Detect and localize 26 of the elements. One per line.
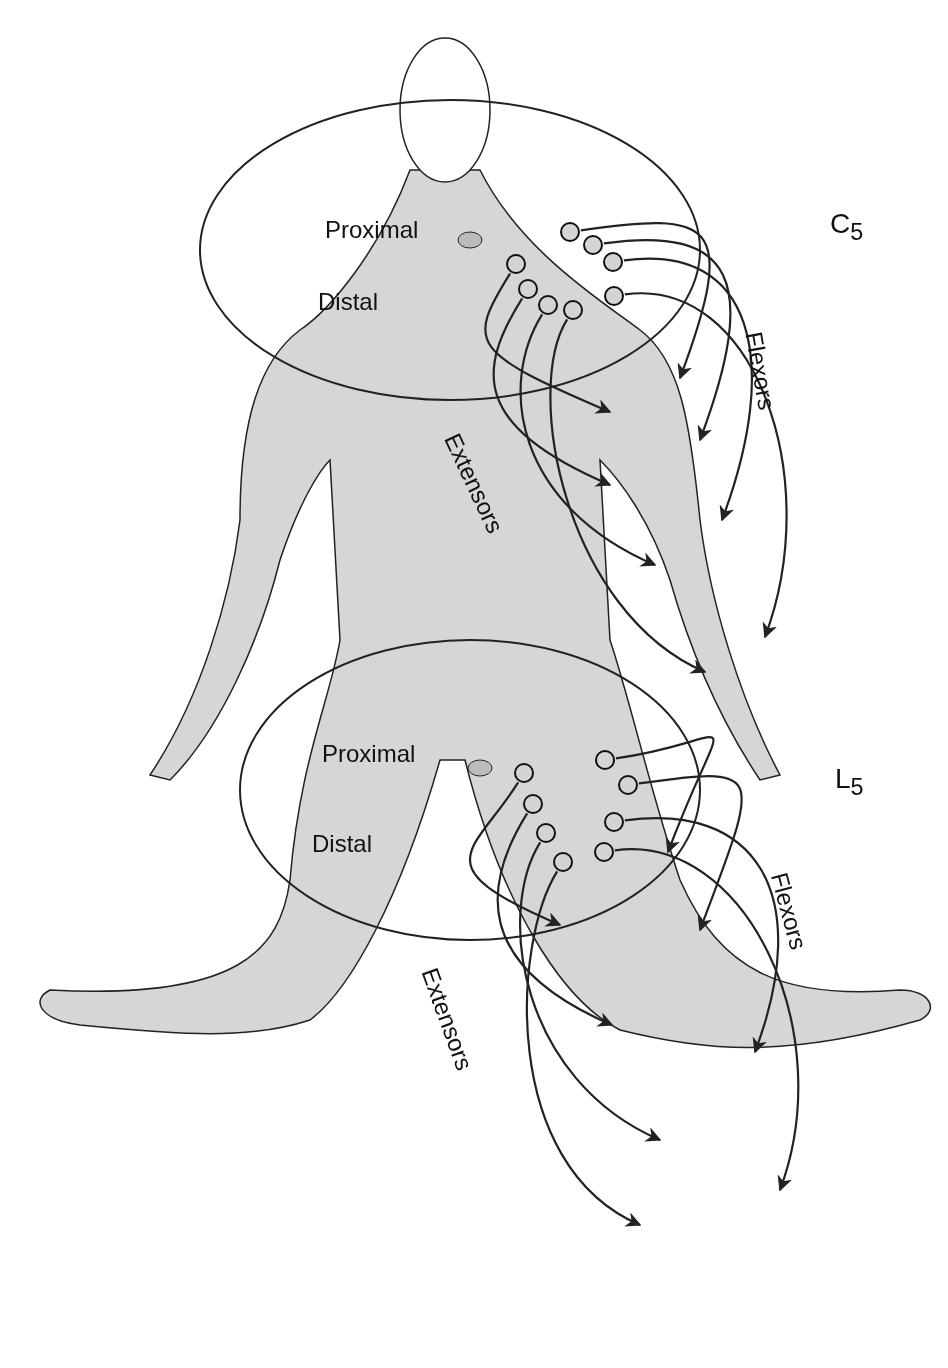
arrow (492, 297, 612, 487)
arrow (469, 781, 562, 927)
region-label: Proximal (322, 742, 416, 766)
segment-label: L$_{5}$ (835, 765, 864, 799)
arrow (549, 318, 707, 673)
arrow (525, 870, 642, 1226)
neuron-pool-circle (604, 286, 624, 306)
arrow (496, 812, 614, 1026)
muscle-group-label: Flexors (766, 870, 811, 953)
arrow (484, 272, 612, 414)
neuron-pool-circle (560, 222, 580, 242)
muscle-group-label: Flexors (741, 330, 779, 412)
arrow (580, 222, 711, 380)
arrow (615, 736, 715, 854)
region-label: Distal (312, 832, 372, 856)
arrow (638, 775, 743, 932)
arrow (624, 293, 788, 639)
arrow (519, 313, 657, 566)
arrow (623, 257, 753, 522)
arrow (603, 239, 732, 442)
arrow (624, 817, 780, 1054)
segment-label: C$_{5}$ (830, 210, 864, 244)
neuron-pool-circle (603, 252, 623, 272)
neuron-pool-circle (583, 235, 603, 255)
arrow (614, 849, 799, 1192)
arrow (519, 841, 662, 1141)
